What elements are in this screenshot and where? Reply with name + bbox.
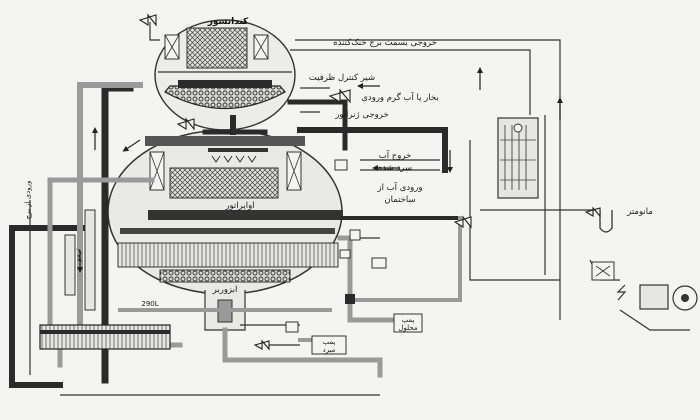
code-label: 290L xyxy=(141,300,158,308)
pump2-label-1: پمپ xyxy=(323,338,336,346)
steam-in-label: بخار یا آب گرم ورودی xyxy=(361,91,438,103)
manometer-valve-icon xyxy=(584,206,601,218)
water-valve-icon xyxy=(453,215,472,229)
flow-arrows xyxy=(77,67,563,273)
building-in-label-1: ورودی آب از xyxy=(377,181,423,193)
absorber-label: ابزوربر xyxy=(212,285,238,295)
tower-in-label: ورودی از برج xyxy=(24,181,32,220)
valves xyxy=(138,13,601,351)
manometer xyxy=(599,210,613,233)
sensor-probes xyxy=(285,159,351,333)
sump-valve-icon xyxy=(253,339,270,351)
cooling-column xyxy=(497,117,539,199)
pump-motor xyxy=(591,261,698,331)
capacity-valve-label: شیر کنترل ظرفیت xyxy=(309,73,375,83)
pump2-label-2: مبرد xyxy=(323,346,336,354)
building-in-label-2: ساختمان xyxy=(384,195,415,205)
top-valve-icon xyxy=(138,13,157,27)
spray-nozzles xyxy=(208,148,268,163)
dryer-out-label: خروجی بسمت برج خنک‌کننده xyxy=(333,38,437,48)
chilled-out-label-2: سرد شده xyxy=(378,163,412,173)
small-pumps xyxy=(311,229,423,355)
pump1-label-2: محلول xyxy=(398,324,418,332)
pump1-label-1: پمپ xyxy=(402,316,415,324)
sensor-label: ترمو xyxy=(74,248,82,262)
chilled-out-label-1: خروج آب xyxy=(379,149,412,161)
condenser-label: کندانسور xyxy=(207,17,249,27)
heat-exchanger xyxy=(39,209,171,350)
thin-lines xyxy=(29,22,620,396)
evaporator-label: اواپراتور xyxy=(224,201,254,211)
capacity-valve-icon xyxy=(328,88,351,104)
condenser-generator-shell xyxy=(154,19,296,131)
generator-out-label: خروجی ژنراتور xyxy=(334,110,388,120)
manometer-label: مانومتر xyxy=(626,207,653,217)
evaporator-absorber-shell xyxy=(107,129,343,295)
generator-valve-icon xyxy=(176,117,195,131)
